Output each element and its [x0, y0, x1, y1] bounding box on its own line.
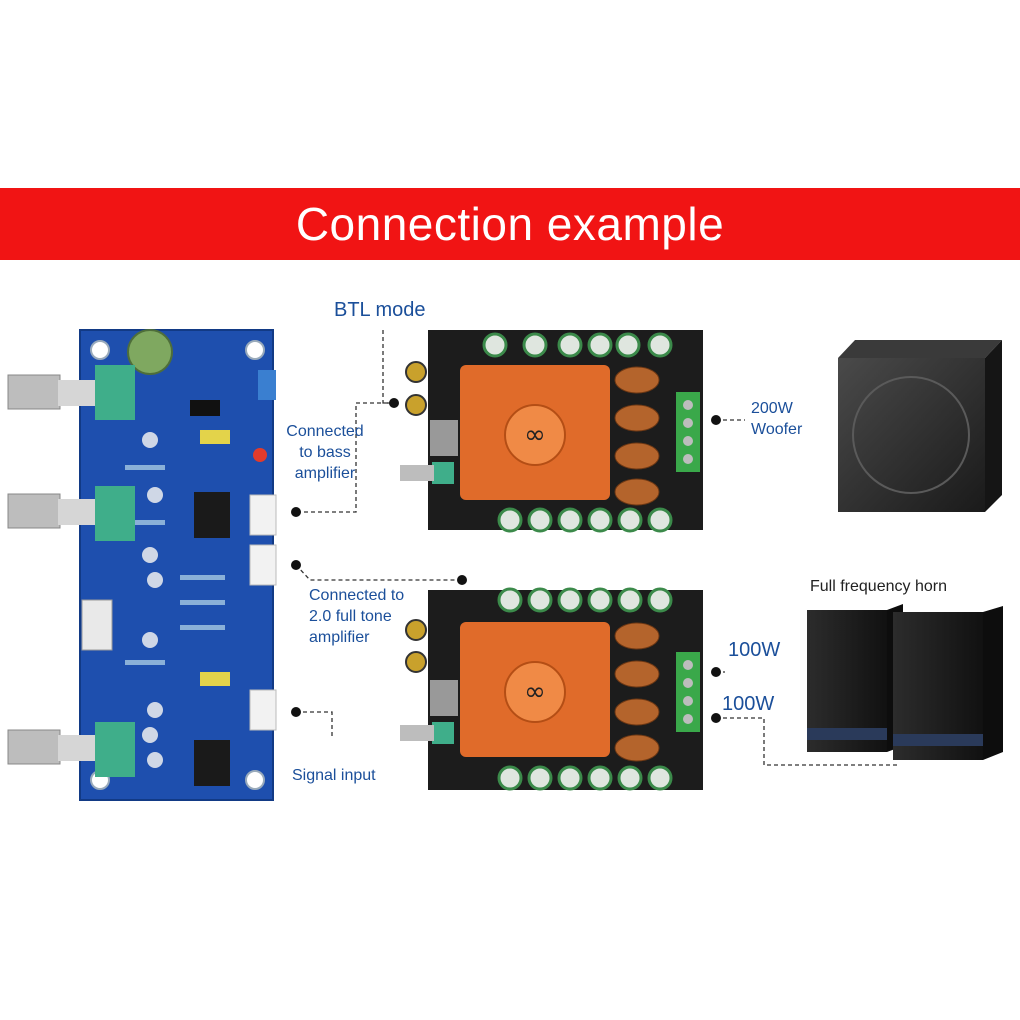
amplifier-board-bottom: ∞	[400, 587, 703, 791]
connected-full-line-2: 2.0 full tone	[309, 608, 392, 625]
connected-bass-line-2: to bass	[299, 444, 351, 461]
svg-text:∞: ∞	[524, 420, 546, 450]
full-frequency-horn-label: Full frequency horn	[810, 578, 947, 595]
banner-title: Connection example	[295, 198, 725, 250]
woofer-power: 200W	[751, 400, 793, 417]
woofer-name: Woofer	[751, 421, 803, 438]
preamp-knobs	[7, 365, 135, 777]
connected-bass-line-1: Connected	[286, 423, 364, 440]
connected-full-line-1: Connected to	[309, 587, 405, 604]
connected-bass-line-3: amplifier	[294, 465, 356, 482]
signal-input-label: Signal input	[292, 767, 376, 784]
connection-dots	[291, 398, 721, 723]
connected-full-label: Connected to 2.0 full tone amplifier	[309, 585, 404, 648]
output-100w-b: 100W	[722, 693, 775, 715]
svg-text:∞: ∞	[524, 677, 546, 707]
full-range-speakers	[807, 604, 1003, 760]
connected-bass-label: Connected to bass amplifier	[282, 421, 368, 484]
connected-full-line-3: amplifier	[309, 629, 370, 646]
btl-mode-label: BTL mode	[334, 299, 426, 321]
woofer-label: 200W Woofer	[751, 398, 802, 440]
amplifier-board-top: ∞	[400, 330, 703, 533]
woofer-speaker	[838, 340, 1002, 512]
output-100w-a: 100W	[728, 639, 781, 661]
title-banner: Connection example	[0, 188, 1020, 260]
